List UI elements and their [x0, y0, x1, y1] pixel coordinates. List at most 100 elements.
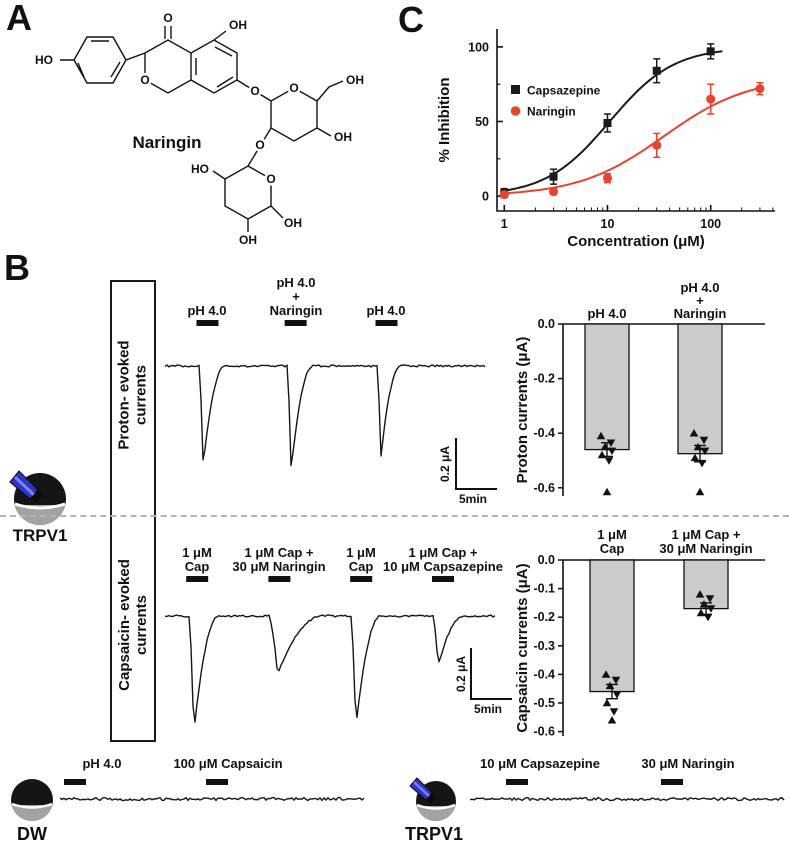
bar	[589, 559, 635, 693]
scatter-point	[696, 608, 706, 617]
oocyte-equator	[11, 802, 53, 809]
y-axis-title: Proton currents (μA)	[514, 337, 531, 484]
application-bar	[284, 320, 307, 326]
bar-category-label: Cap	[600, 541, 625, 556]
pipette-icon	[409, 777, 436, 804]
scatter-point	[690, 453, 700, 462]
y-tick-label: 0	[482, 190, 489, 204]
atom-label: O	[289, 81, 298, 95]
scatter-point	[699, 436, 709, 445]
atom-label: OH	[239, 233, 257, 247]
atom-label: O	[140, 73, 149, 87]
oocyte-equator	[416, 803, 456, 810]
application-bar	[267, 576, 290, 582]
trpv1-label: TRPV1	[12, 526, 68, 545]
application-bar	[195, 320, 218, 326]
application-ph4-2: pH 4.0	[366, 276, 406, 326]
x-axis-title: Concentration (μM)	[567, 233, 705, 250]
y-tick-label: -0.6	[533, 481, 555, 495]
application-cap-1: 1 μM Cap	[182, 532, 212, 582]
current-trace-path	[164, 614, 496, 723]
oocyte-vegetal-pole	[416, 806, 456, 821]
y-tick-label: -0.2	[533, 610, 555, 624]
legend-marker	[511, 85, 520, 94]
scatter-point	[693, 442, 703, 451]
scatter-point	[705, 595, 715, 603]
y-tick-label: -0.4	[533, 667, 555, 681]
row-labels-box	[110, 280, 156, 742]
atom-label: O	[250, 84, 259, 98]
bar-category-label: +	[696, 293, 704, 308]
amplitude-scalebar	[455, 438, 457, 490]
proton-trace-panel: pH 4.0 pH 4.0 + Naringin pH 4.0	[164, 276, 486, 511]
y-tick-label: -0.3	[533, 639, 555, 653]
application-bar	[661, 779, 683, 785]
application-label: pH 4.0	[82, 756, 122, 771]
oocyte-equator	[14, 502, 66, 510]
scatter-point	[607, 447, 617, 456]
trpv1-label: TRPV1	[404, 824, 464, 844]
bar-category-label: 1 μM Cap +	[672, 527, 741, 542]
scatter-point	[606, 439, 616, 447]
scatter-point	[602, 487, 612, 496]
bond-skeleton	[60, 26, 344, 232]
data-point	[602, 173, 612, 183]
y-axis-title: % Inhibition	[436, 78, 453, 163]
proton-currents-bar-chart: pH 4.0pH 4.0+Naringin0.0-0.2-0.4-0.6Prot…	[514, 280, 765, 496]
legend-label: Capsazepine	[527, 84, 601, 98]
amplitude-scalebar	[470, 648, 472, 700]
y-tick-label: -0.1	[533, 582, 555, 596]
application-bar	[64, 779, 86, 785]
y-tick-label: 0.0	[538, 317, 555, 331]
trpv1-oocyte-icon	[409, 777, 456, 821]
y-tick-label: -0.5	[533, 696, 555, 710]
scatter-point	[602, 698, 612, 707]
scatter-point	[607, 716, 617, 724]
application-bar	[431, 576, 454, 582]
time-scale-label: 5min	[474, 702, 503, 716]
application-ph4-1: pH 4.0	[187, 276, 227, 326]
atom-label: OH	[346, 73, 364, 87]
y-tick-label: 50	[475, 115, 489, 129]
bar-category-label: 30 μM Naringin	[659, 541, 752, 556]
row-label-line: Proton- evoked	[116, 340, 133, 450]
bar-category-label: pH 4.0	[680, 280, 719, 295]
data-point	[603, 118, 612, 127]
legend-marker	[510, 106, 521, 116]
scatter-point	[596, 431, 606, 440]
scatter-point	[612, 691, 622, 699]
current-trace-path	[59, 796, 365, 802]
application-label: 100 μM Capsaicin	[173, 756, 283, 771]
application-bar	[186, 576, 208, 582]
row-label-line: Capsaicin- evoked	[116, 559, 133, 691]
row-label-proton: Proton- evoked currents	[110, 282, 156, 508]
time-scalebar	[470, 698, 512, 700]
atom-label: HO	[191, 162, 209, 176]
x-tick-label: 100	[700, 217, 721, 231]
scatter-point	[597, 450, 607, 459]
scatter-point	[695, 590, 705, 598]
application-cap-naringin: 1 μM Cap + 30 μM Naringin	[232, 532, 326, 582]
application-bar	[374, 320, 397, 326]
fit-curve	[501, 50, 723, 193]
dw-control-trace	[59, 796, 365, 802]
scatter-point	[695, 487, 705, 496]
trpv1-control-trace	[469, 796, 785, 802]
amplitude-scale-label: 0.2 μA	[438, 445, 452, 483]
row-label-line: currents	[133, 594, 150, 656]
data-point	[706, 47, 715, 56]
application-label: 30 μM Naringin	[641, 756, 735, 771]
y-tick-label: -0.6	[533, 725, 555, 739]
y-tick-label: 100	[468, 40, 489, 54]
bar	[677, 323, 723, 455]
scatter-point	[609, 708, 619, 716]
data-point	[652, 140, 662, 150]
y-axis-title: Capsaicin currents (μA)	[514, 563, 531, 732]
scatter-point	[697, 459, 707, 468]
application-bar	[206, 779, 228, 785]
y-tick-label: -0.4	[533, 426, 555, 440]
panel-c-label: C	[398, 0, 424, 40]
